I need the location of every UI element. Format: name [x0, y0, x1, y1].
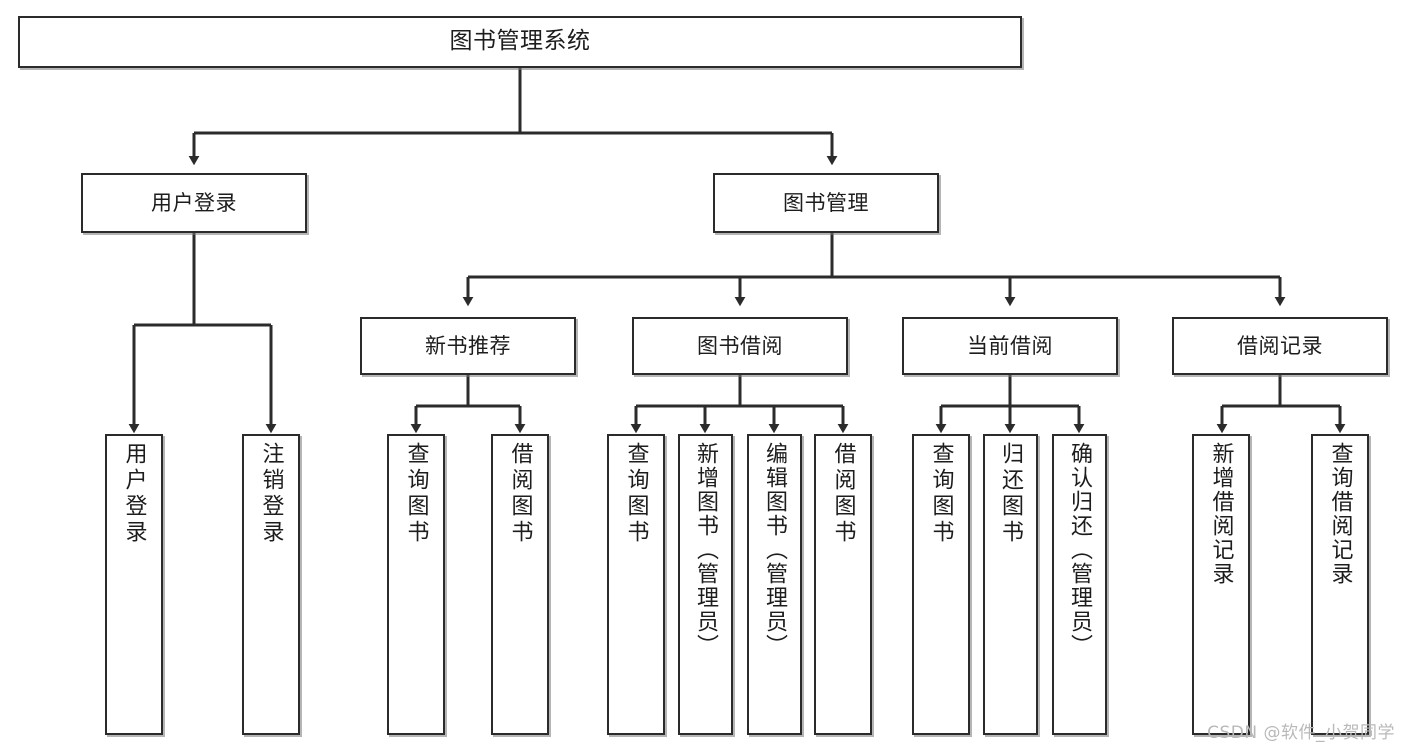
node-new-book-recommend-label: 新书推荐	[425, 333, 511, 358]
leaf-query-book-borrow-label: 查询图书	[623, 442, 649, 546]
node-user-login-label: 用户登录	[151, 190, 237, 215]
node-borrow-records[interactable]: 借阅记录	[1172, 317, 1388, 375]
csdn-watermark: CSDN @软件_小贺同学	[1207, 723, 1395, 743]
leaf-logout[interactable]: 注销登录	[242, 434, 300, 735]
leaf-user-login-label: 用户登录	[121, 442, 147, 546]
leaf-confirm-return-admin-label: 确认归还（管理员）	[1067, 442, 1093, 658]
leaf-add-borrow-record-label: 新增借阅记录	[1208, 442, 1234, 586]
node-book-borrow-label: 图书借阅	[697, 333, 783, 358]
leaf-borrow-book-borrow-label: 借阅图书	[830, 442, 856, 546]
leaf-query-book-borrow[interactable]: 查询图书	[607, 434, 665, 735]
node-book-management-label: 图书管理	[783, 190, 869, 215]
node-root-label: 图书管理系统	[449, 28, 591, 55]
node-user-login[interactable]: 用户登录	[81, 173, 307, 233]
node-current-borrow-label: 当前借阅	[967, 333, 1053, 358]
leaf-borrow-book-newbook[interactable]: 借阅图书	[491, 434, 549, 735]
leaf-query-book-newbook[interactable]: 查询图书	[387, 434, 445, 735]
leaf-query-borrow-record-label: 查询借阅记录	[1327, 442, 1353, 586]
leaf-query-book-newbook-label: 查询图书	[403, 442, 429, 546]
leaf-confirm-return-admin[interactable]: 确认归还（管理员）	[1052, 434, 1107, 735]
node-borrow-records-label: 借阅记录	[1237, 333, 1323, 358]
node-book-management[interactable]: 图书管理	[713, 173, 939, 233]
leaf-add-book-admin[interactable]: 新增图书（管理员）	[678, 434, 733, 735]
leaf-query-book-current[interactable]: 查询图书	[912, 434, 970, 735]
node-book-borrow[interactable]: 图书借阅	[632, 317, 848, 375]
leaf-borrow-book-borrow[interactable]: 借阅图书	[814, 434, 872, 735]
leaf-edit-book-admin-label: 编辑图书（管理员）	[762, 442, 788, 658]
leaf-return-book-label: 归还图书	[998, 442, 1024, 546]
leaf-borrow-book-newbook-label: 借阅图书	[507, 442, 533, 546]
leaf-query-book-current-label: 查询图书	[928, 442, 954, 546]
leaf-add-borrow-record[interactable]: 新增借阅记录	[1192, 434, 1250, 735]
leaf-query-borrow-record[interactable]: 查询借阅记录	[1311, 434, 1369, 735]
leaf-logout-label: 注销登录	[258, 442, 284, 546]
node-new-book-recommend[interactable]: 新书推荐	[360, 317, 576, 375]
leaf-add-book-admin-label: 新增图书（管理员）	[693, 442, 719, 658]
leaf-edit-book-admin[interactable]: 编辑图书（管理员）	[747, 434, 802, 735]
node-current-borrow[interactable]: 当前借阅	[902, 317, 1118, 375]
leaf-user-login[interactable]: 用户登录	[105, 434, 163, 735]
node-root[interactable]: 图书管理系统	[18, 16, 1022, 68]
leaf-return-book[interactable]: 归还图书	[983, 434, 1038, 735]
